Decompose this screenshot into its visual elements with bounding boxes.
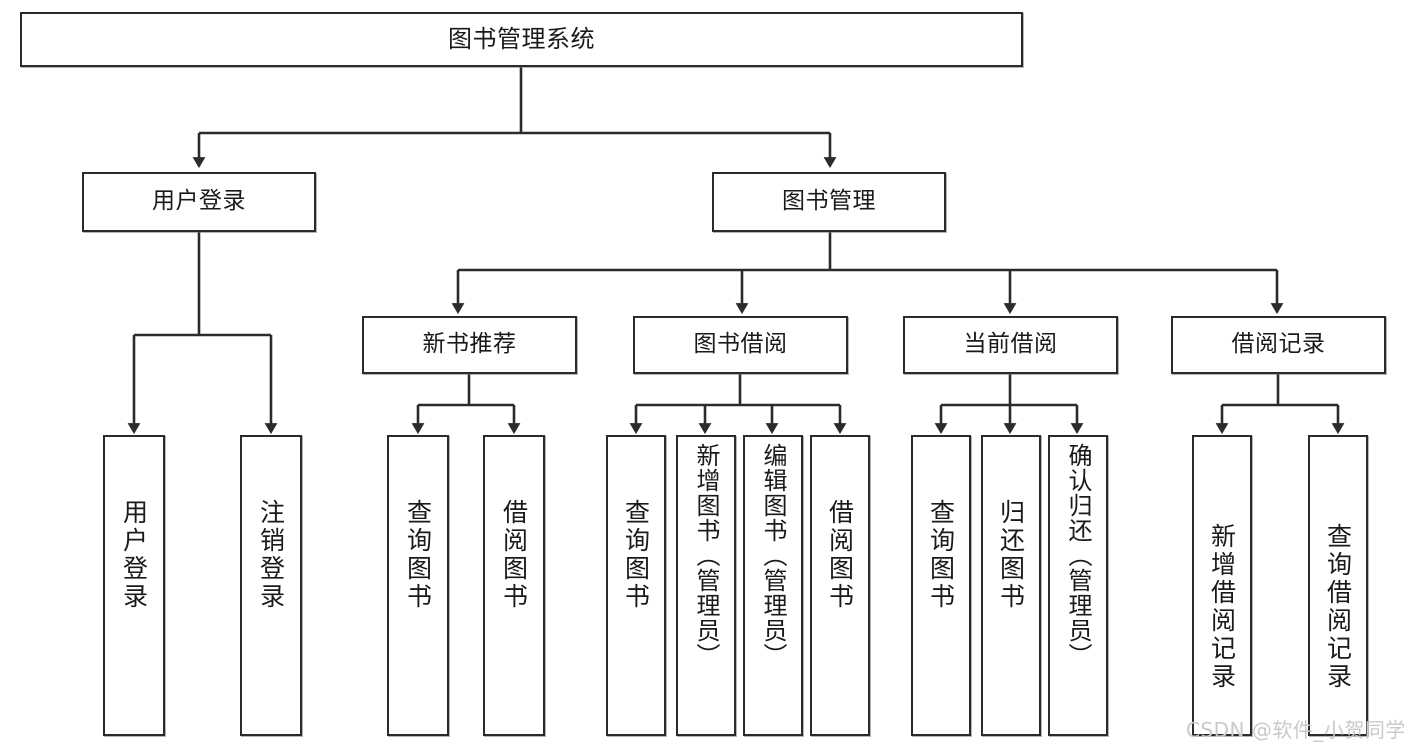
node-leaf-user-login-label: 用户登录 (119, 499, 149, 611)
node-new-book-rec-label: 新书推荐 (422, 331, 517, 358)
watermark: CSDN @软件_小贺同学 (1186, 718, 1405, 742)
node-leaf-query-book-2-label: 查询图书 (621, 499, 651, 611)
node-leaf-borrow-book-1[interactable]: 借阅图书 (483, 435, 545, 736)
node-leaf-user-login[interactable]: 用户登录 (103, 435, 165, 736)
node-leaf-edit-book[interactable]: 编辑图书（管理员） (743, 435, 803, 736)
node-user-login[interactable]: 用户登录 (82, 172, 316, 232)
node-leaf-borrow-book-1-label: 借阅图书 (499, 499, 529, 611)
node-leaf-query-record-label: 查询借阅记录 (1323, 523, 1353, 691)
node-leaf-query-book-1-label: 查询图书 (403, 499, 433, 611)
node-book-manage-label: 图书管理 (782, 188, 876, 215)
node-leaf-add-book[interactable]: 新增图书（管理员） (676, 435, 736, 736)
node-root-label: 图书管理系统 (448, 25, 595, 54)
node-leaf-query-book-2[interactable]: 查询图书 (606, 435, 666, 736)
node-leaf-return-book-label: 归还图书 (996, 499, 1026, 611)
node-leaf-query-book-1[interactable]: 查询图书 (387, 435, 449, 736)
node-leaf-add-book-label: 新增图书（管理员） (692, 443, 720, 668)
node-book-manage[interactable]: 图书管理 (712, 172, 946, 232)
node-leaf-borrow-book-2-label: 借阅图书 (825, 499, 855, 611)
node-user-login-label: 用户登录 (152, 188, 246, 215)
node-leaf-confirm-return-label: 确认归还（管理员） (1064, 443, 1092, 668)
node-borrow-record[interactable]: 借阅记录 (1171, 316, 1386, 374)
node-leaf-query-record[interactable]: 查询借阅记录 (1308, 435, 1368, 736)
node-leaf-logout[interactable]: 注销登录 (240, 435, 302, 736)
node-leaf-edit-book-label: 编辑图书（管理员） (759, 443, 787, 668)
node-root[interactable]: 图书管理系统 (20, 12, 1023, 67)
node-new-book-rec[interactable]: 新书推荐 (362, 316, 577, 374)
node-borrow-record-label: 借阅记录 (1231, 331, 1326, 358)
node-book-borrow[interactable]: 图书借阅 (633, 316, 848, 374)
node-leaf-add-record-label: 新增借阅记录 (1207, 523, 1237, 691)
node-leaf-borrow-book-2[interactable]: 借阅图书 (810, 435, 870, 736)
node-current-borrow-label: 当前借阅 (963, 331, 1058, 358)
node-leaf-add-record[interactable]: 新增借阅记录 (1192, 435, 1252, 736)
node-leaf-query-book-3[interactable]: 查询图书 (911, 435, 971, 736)
node-book-borrow-label: 图书借阅 (693, 331, 788, 358)
node-leaf-return-book[interactable]: 归还图书 (981, 435, 1041, 736)
node-leaf-confirm-return[interactable]: 确认归还（管理员） (1048, 435, 1108, 736)
node-leaf-logout-label: 注销登录 (256, 499, 286, 611)
node-leaf-query-book-3-label: 查询图书 (926, 499, 956, 611)
node-current-borrow[interactable]: 当前借阅 (903, 316, 1118, 374)
